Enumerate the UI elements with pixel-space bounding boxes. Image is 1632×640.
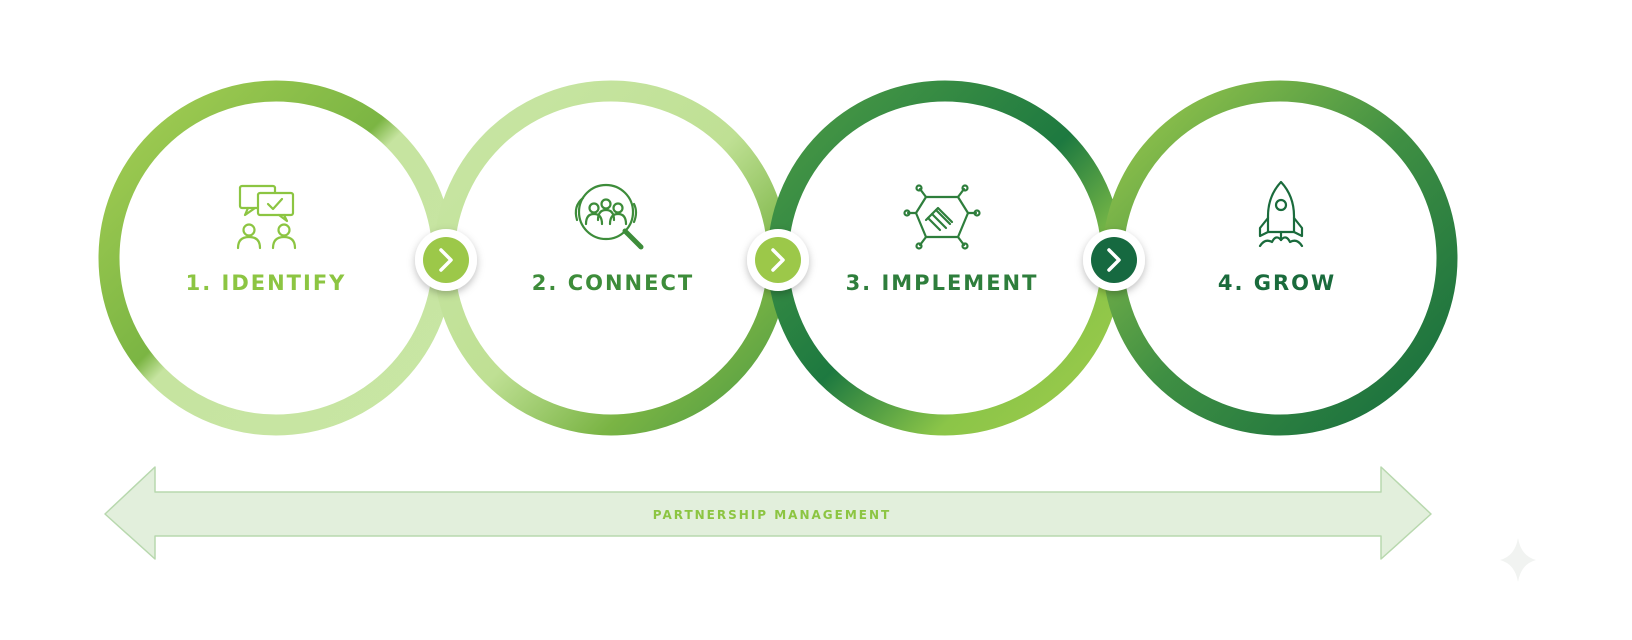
double-arrow-icon bbox=[104, 466, 1432, 560]
rocket-icon bbox=[1258, 180, 1304, 248]
step-label-3: 3. IMPLEMENT bbox=[846, 271, 1039, 295]
step-label-4: 4. GROW bbox=[1218, 271, 1336, 295]
step-label-1: 1. IDENTIFY bbox=[186, 271, 347, 295]
partnership-management-label: PARTNERSHIP MANAGEMENT bbox=[653, 508, 891, 522]
sparkle-icon bbox=[1500, 538, 1536, 582]
step-ring-4 bbox=[1102, 80, 1458, 436]
connector-3 bbox=[1083, 229, 1145, 291]
step-ring-2 bbox=[433, 80, 789, 436]
step-label-2: 2. CONNECT bbox=[532, 271, 694, 295]
handshake-network-icon bbox=[903, 184, 981, 250]
chat-people-icon bbox=[236, 184, 297, 250]
connector-2 bbox=[747, 229, 809, 291]
connector-1 bbox=[415, 229, 477, 291]
step-ring-3 bbox=[767, 80, 1123, 436]
step-ring-1 bbox=[98, 80, 454, 436]
chevron-right-icon bbox=[771, 248, 785, 272]
chevron-right-icon bbox=[1107, 248, 1121, 272]
chevron-right-icon bbox=[439, 248, 453, 272]
magnifier-people-icon bbox=[574, 183, 644, 250]
